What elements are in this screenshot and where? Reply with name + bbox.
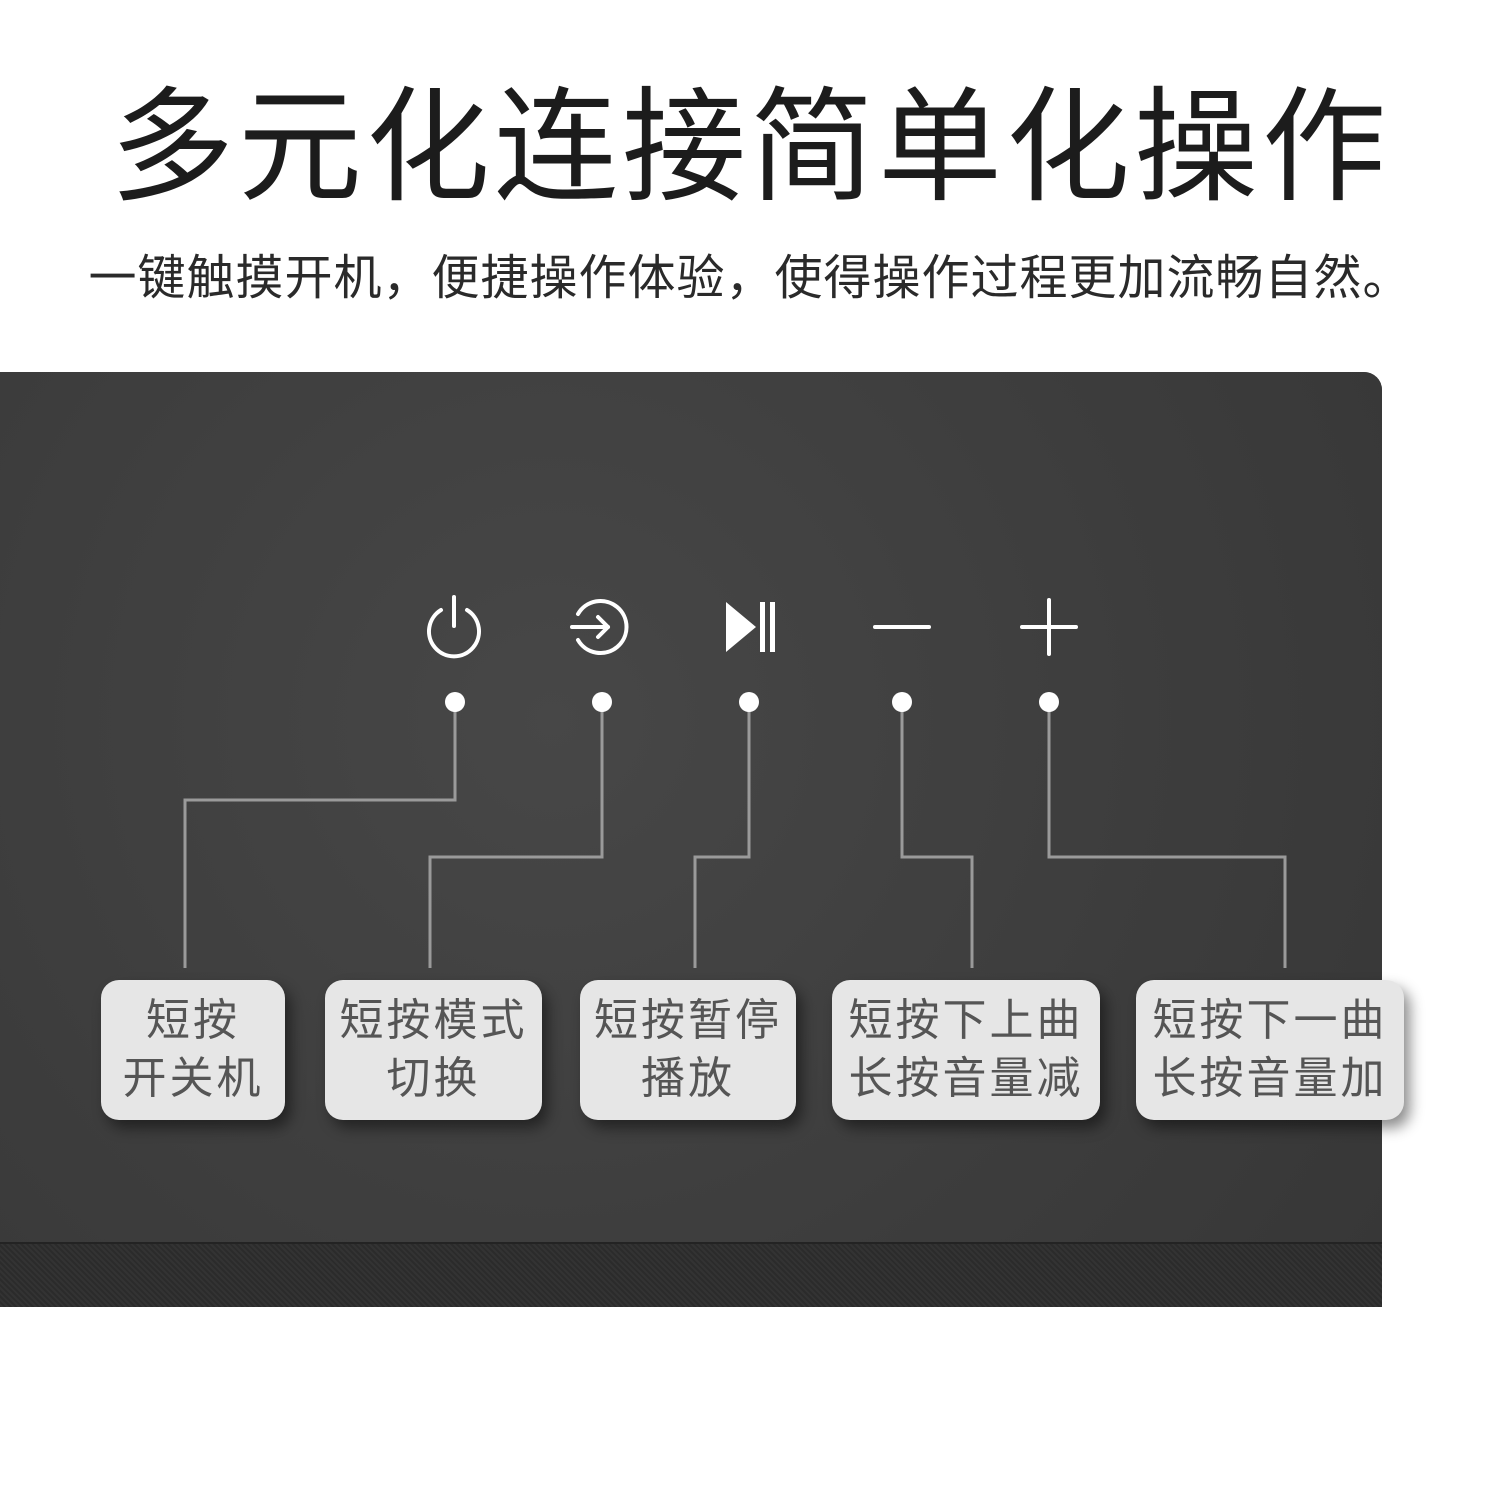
label-power: 短按 开关机 [101,980,285,1120]
touch-point-power [445,692,465,712]
minus-icon[interactable] [867,592,937,662]
power-icon[interactable] [419,592,489,662]
headline: 多元化连接简单化操作 [109,76,1390,220]
label-input-line2: 切换 [386,1053,481,1104]
label-playpause-line1: 短按暂停 [594,995,782,1046]
subheadline: 一键触摸开机，便捷操作体验，使得操作过程更加流畅自然。 [88,250,1412,306]
label-playpause: 短按暂停 播放 [580,980,796,1120]
label-minus: 短按下上曲 长按音量减 [832,980,1100,1120]
callout-line-minus [900,702,974,968]
label-input: 短按模式 切换 [325,980,542,1120]
label-power-line2: 开关机 [122,1053,264,1104]
label-plus-line2: 长按音量加 [1152,1053,1388,1104]
callout-line-power [183,702,457,968]
device-fabric-edge [0,1242,1382,1307]
touch-point-playpause [739,692,759,712]
label-plus-line1: 短按下一曲 [1152,995,1388,1046]
label-playpause-line2: 播放 [641,1053,735,1104]
label-plus: 短按下一曲 长按音量加 [1136,980,1404,1120]
callout-line-plus [1047,702,1287,968]
label-minus-line2: 长按音量减 [848,1053,1084,1104]
plus-icon[interactable] [1014,592,1084,662]
label-input-line1: 短按模式 [339,995,528,1046]
touch-point-plus [1039,692,1059,712]
play-pause-icon[interactable] [714,592,784,662]
touch-point-minus [892,692,912,712]
label-minus-line1: 短按下上曲 [848,995,1084,1046]
callout-line-playpause [693,702,751,968]
touch-point-input [592,692,612,712]
callout-line-input [428,702,604,968]
label-power-line1: 短按 [146,995,240,1046]
input-source-icon[interactable] [566,592,636,662]
